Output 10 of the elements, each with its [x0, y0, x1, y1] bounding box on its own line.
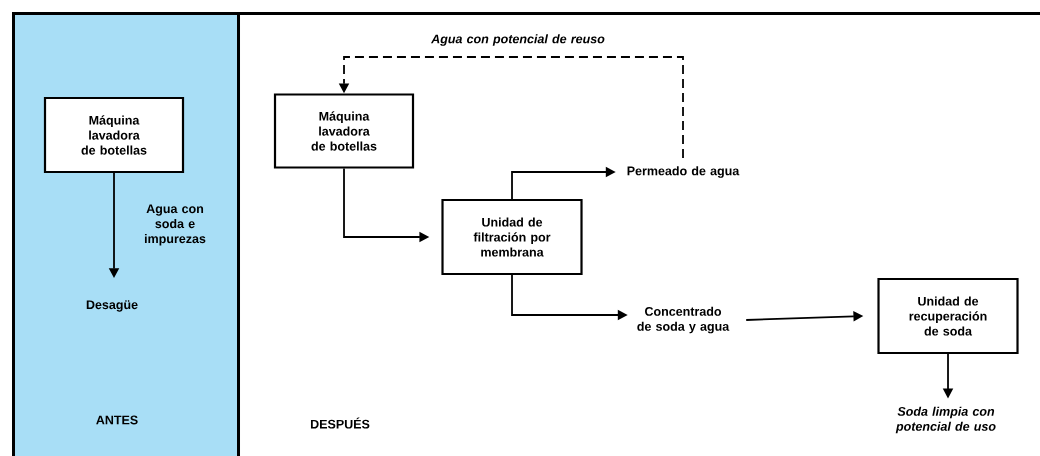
- stream-label: Permeado de agua: [627, 166, 740, 178]
- process-box: Máquina lavadora de botellas: [273, 93, 415, 169]
- edge-label: Agua con soda e impurezas: [144, 204, 206, 246]
- process-box: Unidad de filtración por membrana: [441, 198, 583, 276]
- process-box: Unidad de recuperación de soda: [877, 277, 1019, 355]
- stream-label: Concentrado de soda y agua: [637, 306, 730, 334]
- outlet-label: Desagüe: [86, 300, 138, 312]
- output-label: Soda limpia con potencial de uso: [895, 406, 996, 434]
- edge-label: Agua con potencial de reuso: [430, 34, 605, 46]
- process-box: Máquina lavadora de botellas: [43, 96, 185, 174]
